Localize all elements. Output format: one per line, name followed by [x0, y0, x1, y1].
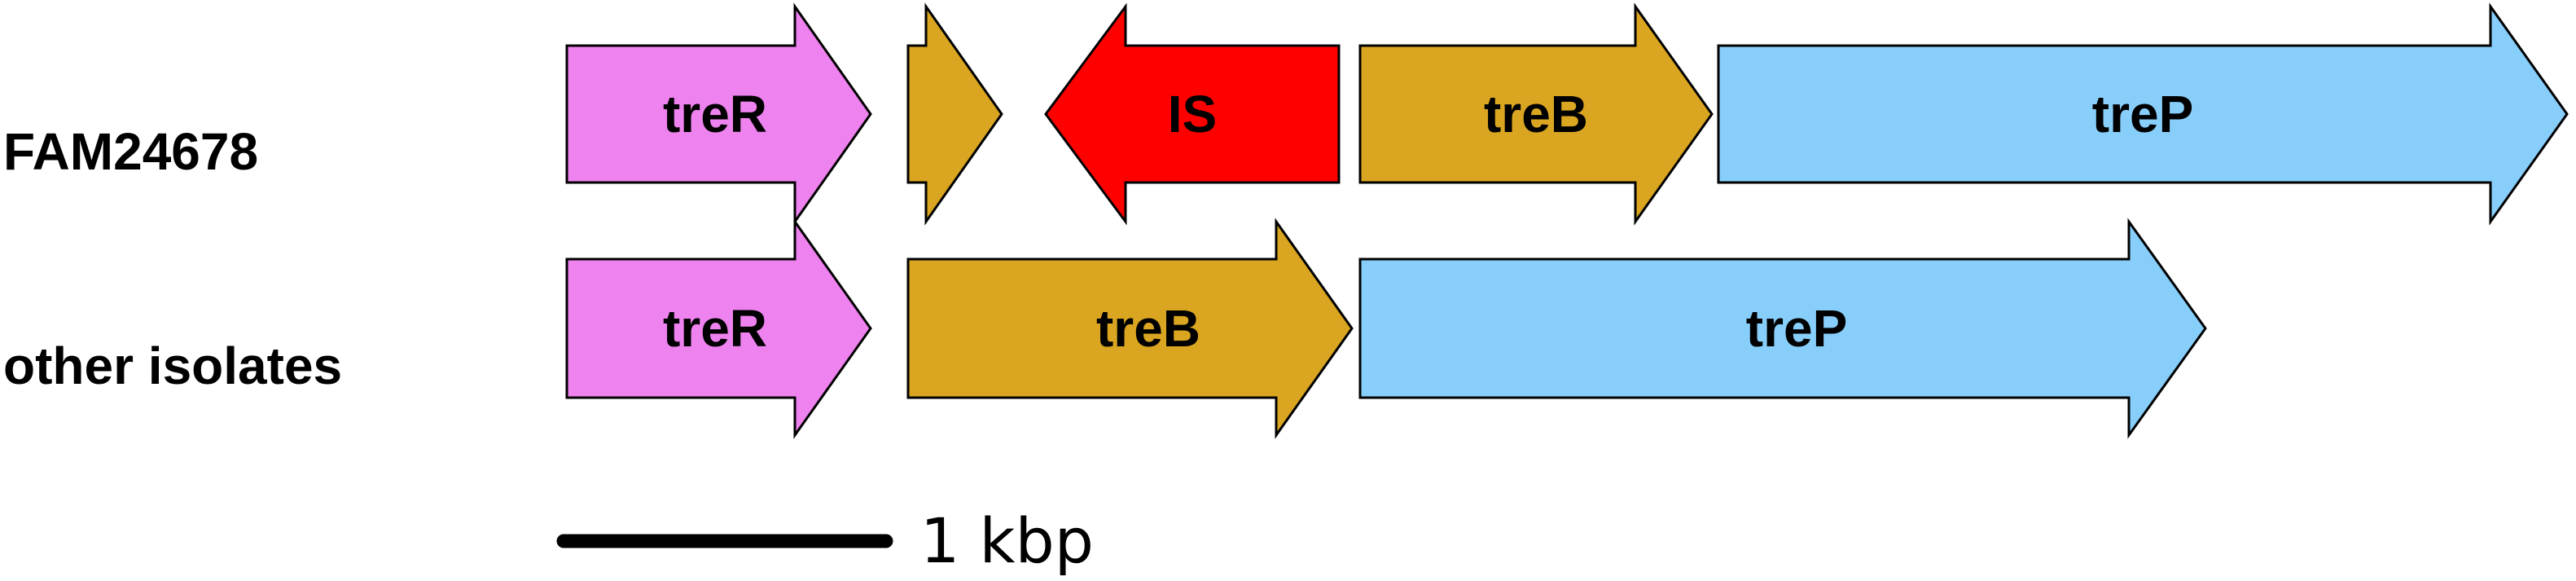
- gene-label-trep: treP: [1746, 299, 1848, 358]
- row-label-fam24678: FAM24678: [3, 122, 258, 181]
- scale-bar: 1 kbp: [556, 504, 1094, 577]
- row-fam24678: treR IS treB treP: [565, 2, 2569, 226]
- gene-label-is: IS: [1168, 85, 1217, 143]
- gene-label-trer: treR: [663, 299, 767, 358]
- scale-bar-label: 1 kbp: [920, 504, 1094, 577]
- gene-arrow-is: [1044, 2, 1341, 226]
- gene-label-trer: treR: [663, 85, 767, 143]
- gene-arrow-trep: [1717, 2, 2569, 226]
- row-label-other-isolates: other isolates: [3, 337, 342, 395]
- gene-label-treb: treB: [1096, 299, 1200, 358]
- gene-arrow-trer: [565, 2, 872, 226]
- gene-arrow-treb: [1358, 2, 1714, 226]
- gene-arrow-treb: [906, 218, 1354, 439]
- gene-arrow-trer: [565, 218, 872, 439]
- gene-label-trep: treP: [2092, 85, 2194, 143]
- gene-arrow-trep: [1358, 218, 2207, 439]
- gene-label-treb: treB: [1484, 85, 1588, 143]
- gene-arrow-partial: [906, 2, 1003, 226]
- row-other-isolates: treR treB treP: [565, 218, 2207, 439]
